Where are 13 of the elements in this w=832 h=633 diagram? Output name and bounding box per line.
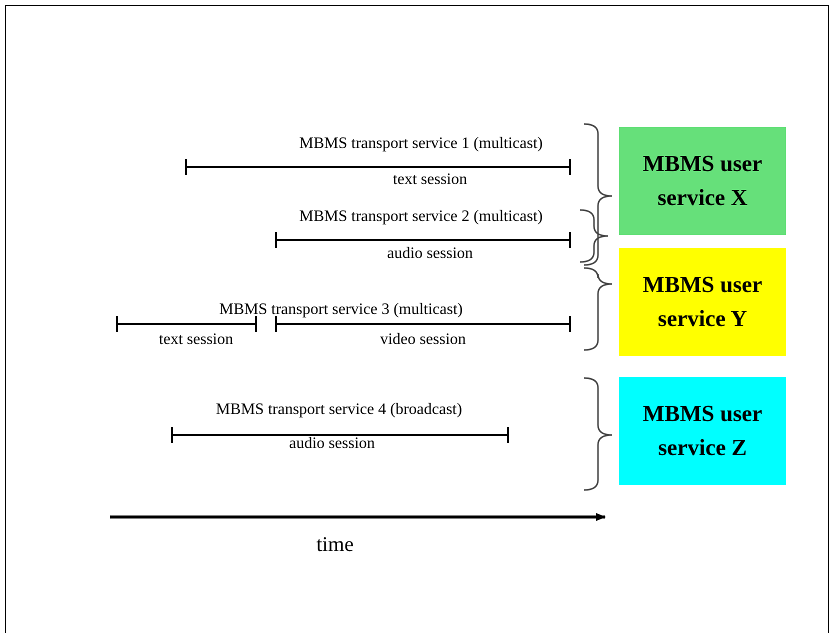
session-label: text session: [158, 331, 234, 349]
service-box: MBMS user service X: [619, 127, 786, 235]
session-label: video session: [380, 331, 466, 349]
service-box: MBMS user service Z: [619, 377, 786, 485]
service-box: MBMS user service Y: [619, 248, 786, 356]
service-label: MBMS transport service 3 (multicast): [219, 301, 463, 319]
service-label: MBMS transport service 1 (multicast): [299, 135, 543, 153]
axis-label: time: [316, 535, 354, 553]
service-label: MBMS transport service 2 (multicast): [299, 208, 543, 226]
session-label: audio session: [289, 435, 375, 453]
service-label: MBMS transport service 4 (broadcast): [216, 401, 462, 419]
session-label: text session: [392, 171, 468, 189]
session-label: audio session: [387, 245, 473, 263]
